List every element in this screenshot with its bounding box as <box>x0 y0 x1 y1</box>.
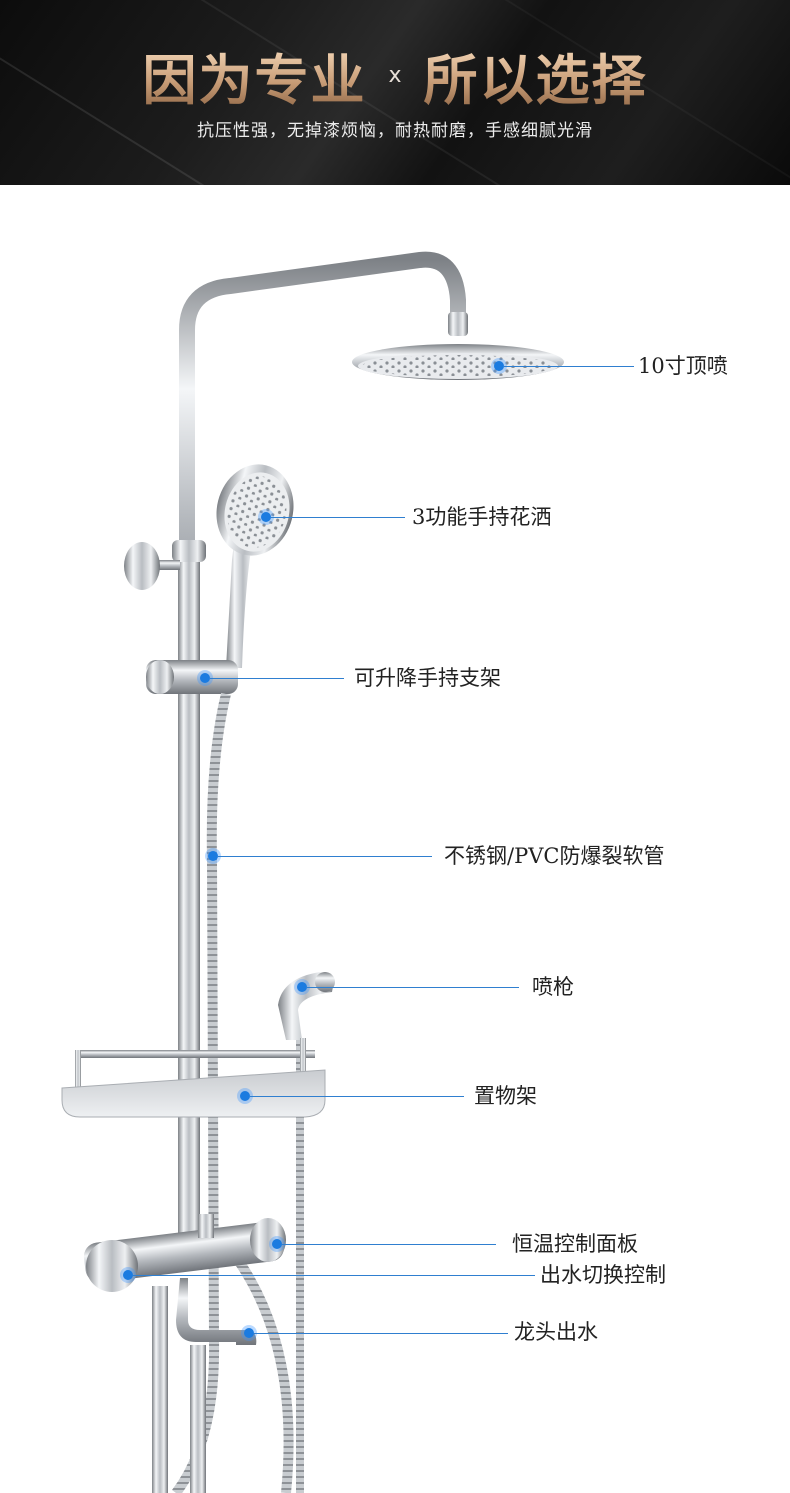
top-shower-nozzles <box>362 355 554 377</box>
callout-dot-top-shower <box>494 361 504 371</box>
shelf-post-left <box>75 1050 81 1090</box>
callout-dot-thermostat-panel <box>272 1239 282 1249</box>
callout-dot-shelf <box>240 1091 250 1101</box>
callout-label-shelf: 置物架 <box>474 1084 537 1108</box>
callout-label-thermostat-panel: 恒温控制面板 <box>512 1232 638 1256</box>
callout-line-faucet-outlet <box>254 1333 508 1334</box>
callout-dot-faucet-outlet <box>244 1328 254 1338</box>
wall-bracket-arm <box>140 560 180 570</box>
faucet-spout <box>176 1278 257 1345</box>
riser-collar <box>172 540 206 562</box>
headline-left: 因为专业 <box>142 49 367 112</box>
callout-label-faucet-outlet: 龙头出水 <box>514 1320 598 1344</box>
header-banner: 因为专业 x 所以选择 抗压性强，无掉漆烦恼，耐热耐磨，手感细腻光滑 <box>0 0 790 185</box>
callout-label-lift-holder: 可升降手持支架 <box>354 666 501 690</box>
callout-line-outlet-switch <box>133 1275 535 1276</box>
callout-line-top-shower <box>504 366 634 367</box>
callout-label-hand-shower: 3功能手持花洒 <box>412 505 552 529</box>
callout-dot-spray-gun <box>297 982 307 992</box>
callout-line-spray-gun <box>307 987 519 988</box>
top-shower-connector <box>448 312 468 336</box>
lift-holder-knob <box>146 660 174 694</box>
callout-dot-hose <box>208 851 218 861</box>
callout-dot-outlet-switch <box>123 1270 133 1280</box>
outlet-switch-handle <box>86 1240 138 1292</box>
callout-label-spray-gun: 喷枪 <box>532 975 574 999</box>
inlet-pipe-left <box>152 1286 168 1493</box>
hose-lower <box>233 1257 294 1493</box>
callout-line-hand-shower <box>271 517 405 518</box>
mixer-riser-joint <box>198 1214 214 1238</box>
thermostat-knob <box>250 1218 286 1262</box>
callout-label-hose: 不锈钢/PVC防爆裂软管 <box>444 844 665 868</box>
callout-line-thermostat-panel <box>282 1244 496 1245</box>
riser-pipe <box>178 540 200 1240</box>
callout-line-lift-holder <box>210 678 344 679</box>
callout-line-hose <box>218 856 432 857</box>
inlet-pipe-right <box>190 1345 206 1493</box>
callout-label-outlet-switch: 出水切换控制 <box>540 1263 666 1287</box>
callout-label-top-shower: 10寸顶喷 <box>638 354 728 378</box>
shelf-tray <box>61 1069 326 1118</box>
banner-subtitle: 抗压性强，无掉漆烦恼，耐热耐磨，手感细腻光滑 <box>197 121 593 141</box>
banner-headline: 因为专业 x 所以选择 <box>0 36 790 115</box>
headline-separator: x <box>388 63 402 88</box>
top-arm-pipe <box>179 251 466 698</box>
hand-shower-nozzles <box>227 476 287 548</box>
spray-gun-nozzle <box>315 972 335 992</box>
shower-product-illustration <box>61 251 564 1493</box>
callout-dot-lift-holder <box>200 673 210 683</box>
shelf-rail <box>75 1050 315 1058</box>
callout-dot-hand-shower <box>261 512 271 522</box>
wall-bracket-base <box>124 542 160 590</box>
callout-line-shelf <box>250 1096 464 1097</box>
headline-right: 所以选择 <box>423 49 648 112</box>
shelf-post-right <box>300 1038 306 1088</box>
